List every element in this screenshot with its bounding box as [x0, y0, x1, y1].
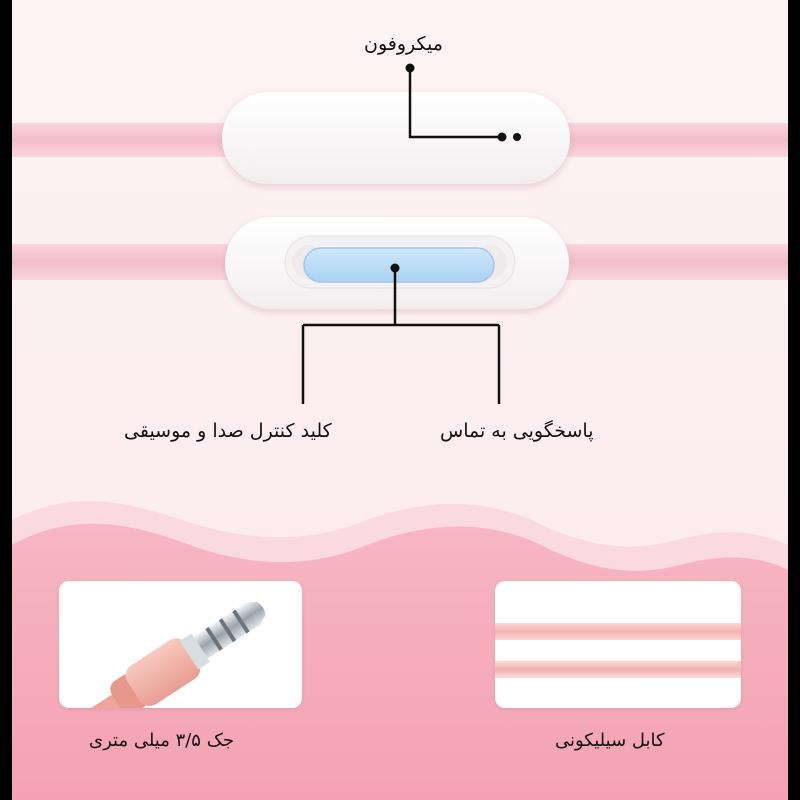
silicone-cable-card [495, 581, 741, 708]
jack-card [59, 581, 302, 708]
label-silicone-cable: کابل سیلیکونی [555, 730, 665, 751]
product-infographic: میکروفون کلید کنترل صدا و موسیقی پاسخگوی… [12, 0, 788, 800]
jack-illustration [59, 601, 266, 708]
callout-lines [301, 68, 502, 404]
label-microphone: میکروفون [364, 33, 443, 55]
silicone-cable-illustration [495, 623, 741, 678]
label-volume-music-key: کلید کنترل صدا و موسیقی [124, 420, 332, 442]
control-button [303, 247, 495, 283]
mic-hole [513, 133, 521, 141]
label-call-answer: پاسخگویی به تماس [440, 420, 594, 442]
mic-housing [222, 92, 570, 184]
label-jack: جک ۳/۵ میلی متری [89, 730, 234, 751]
